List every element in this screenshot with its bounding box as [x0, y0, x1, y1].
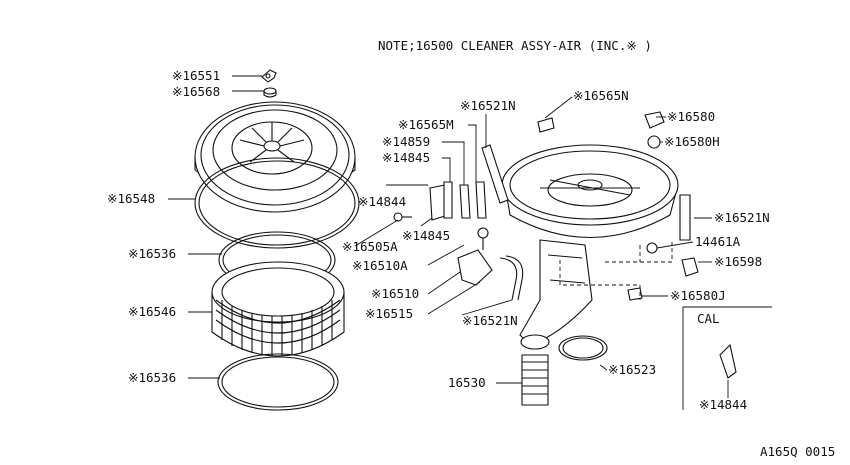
clip-16565n [537, 117, 555, 133]
label-16568: ※16568 [172, 84, 220, 99]
bracket-14461a [646, 242, 658, 254]
label-16536-lower: ※16536 [128, 370, 176, 385]
cal-inset: CAL ※14844 [682, 306, 772, 412]
diagram-code: A165Q 0015 [760, 444, 835, 459]
label-14461a: 14461A [695, 234, 741, 249]
label-16521n-right: ※16521N [714, 210, 770, 225]
cal-inset-title: CAL [697, 311, 720, 326]
label-16551: ※16551 [172, 68, 220, 83]
hose-16521n [499, 255, 524, 301]
label-16505a: ※16505A [342, 239, 398, 254]
label-16548: ※16548 [107, 191, 155, 206]
label-16510: ※16510 [371, 286, 419, 301]
air-cleaner-housing [501, 144, 679, 346]
washer-16568 [263, 87, 277, 98]
label-16521n-mid: ※16521N [462, 313, 518, 328]
label-16580j: ※16580J [670, 288, 726, 303]
label-14845-top: ※14845 [382, 150, 430, 165]
vacuum-motor-16510 [457, 227, 493, 286]
label-16580: ※16580 [667, 109, 715, 124]
label-14859: ※14859 [382, 134, 430, 149]
air-cleaner-cover-16548 [194, 101, 356, 213]
label-16580h: ※16580H [664, 134, 720, 149]
label-16536-upper: ※16536 [128, 246, 176, 261]
label-16523: ※16523 [608, 362, 656, 377]
label-14845-bottom: ※14845 [402, 228, 450, 243]
ring-16523 [558, 335, 608, 361]
label-16565n: ※16565N [573, 88, 629, 103]
lower-gasket-16536 [217, 353, 339, 411]
label-16530: 16530 [448, 375, 486, 390]
filter-element-16546 [211, 261, 345, 357]
snorkel-pieces [481, 144, 691, 241]
label-16565m: ※16565M [398, 117, 454, 132]
wing-nut-16551 [261, 69, 277, 83]
label-16510a: ※16510A [352, 258, 408, 273]
label-16521n-top: ※16521N [460, 98, 516, 113]
screw-16505a [393, 212, 412, 222]
clamp-16580j [627, 287, 643, 301]
label-14844-cal: ※14844 [699, 397, 747, 412]
label-14844: ※14844 [358, 194, 406, 209]
label-16515: ※16515 [365, 306, 413, 321]
cover-gasket-16536 [194, 157, 360, 249]
hose-16530 [520, 334, 550, 406]
label-16546: ※16546 [128, 304, 176, 319]
label-16598: ※16598 [714, 254, 762, 269]
note-heading: NOTE;16500 CLEANER ASSY-AIR (INC.※ ) [378, 38, 652, 53]
duct-valves [429, 181, 487, 221]
clip-16598 [681, 257, 699, 277]
